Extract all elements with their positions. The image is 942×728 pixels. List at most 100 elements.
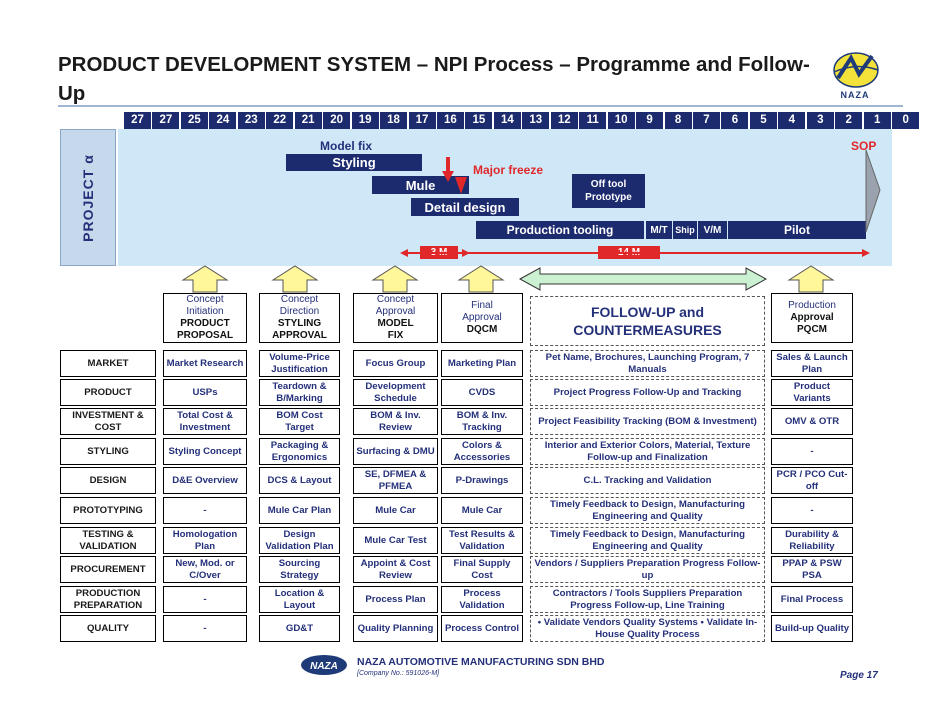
gate-dqcm: Final Approval DQCM [441, 293, 523, 343]
month-cell: 4 [778, 112, 806, 129]
follow-up-line1: FOLLOW-UP and [590, 304, 704, 320]
table-cell: Pet Name, Brochures, Launching Program, … [530, 350, 765, 377]
month-cell: 2 [835, 112, 863, 129]
row-label: INVESTMENT & COST [60, 408, 156, 435]
row-label: DESIGN [60, 467, 156, 494]
month-cell: 16 [436, 112, 464, 129]
mt-bar: M/T [646, 221, 672, 239]
gate-1-line2: Initiation [186, 306, 224, 317]
gate-1-line4: PROPOSAL [176, 330, 234, 341]
month-cell: 7 [693, 112, 720, 129]
page-number: Page 17 [840, 670, 878, 681]
month-cell: 20 [323, 112, 351, 129]
table-cell: Contractors / Tools Suppliers Preparatio… [530, 586, 765, 613]
span-14m: 14 M [598, 246, 660, 259]
table-cell: DCS & Layout [259, 467, 340, 494]
month-cell: 27 [152, 112, 180, 129]
gate-2-line3: STYLING [277, 318, 322, 329]
gate-styling-approval: Concept Direction STYLING APPROVAL [259, 293, 340, 343]
table-cell: - [771, 438, 853, 465]
row-label: PRODUCTION PREPARATION [60, 586, 156, 613]
follow-up-double-arrow-icon [518, 267, 768, 291]
table-cell: C.L. Tracking and Validation [530, 467, 765, 494]
table-cell: • Validate Vendors Quality Systems • Val… [530, 615, 765, 642]
month-cell: 13 [522, 112, 550, 129]
month-cell: 24 [209, 112, 237, 129]
table-cell: Quality Planning [353, 615, 438, 642]
table-cell: Mule Car Plan [259, 497, 340, 524]
gate-2-line1: Concept [280, 294, 319, 305]
month-cell: 14 [493, 112, 521, 129]
table-cell: Volume-Price Justification [259, 350, 340, 377]
table-cell: PPAP & PSW PSA [771, 556, 853, 583]
ship-bar: Ship [673, 221, 697, 239]
table-cell: Final Supply Cost [441, 556, 523, 583]
table-cell: Total Cost & Investment [163, 408, 247, 435]
row-label: PROTOTYPING [60, 497, 156, 524]
table-cell: Packaging & Ergonomics [259, 438, 340, 465]
table-cell: GD&T [259, 615, 340, 642]
table-cell: Mule Car [353, 497, 438, 524]
month-cell: 10 [607, 112, 635, 129]
table-cell: Homologation Plan [163, 527, 247, 554]
table-cell: Sourcing Strategy [259, 556, 340, 583]
row-label: MARKET [60, 350, 156, 377]
table-cell: Durability & Reliability [771, 527, 853, 554]
month-cell: 1 [863, 112, 891, 129]
table-cell: Process Control [441, 615, 523, 642]
table-cell: Interior and Exterior Colors, Material, … [530, 438, 765, 465]
row-label: PROCUREMENT [60, 556, 156, 583]
table-cell: Marketing Plan [441, 350, 523, 377]
off-tool-prototype-bar: Off tool Prototype [572, 174, 645, 208]
major-freeze-label: Major freeze [473, 163, 544, 177]
month-cell: 9 [636, 112, 664, 129]
gate-model-fix: Concept Approval MODEL FIX [353, 293, 438, 343]
month-cell: 21 [294, 112, 322, 129]
gate-2-line2: Direction [279, 306, 320, 317]
gate-4-line2: Approval [462, 312, 502, 323]
footer-naza-logo-icon: NAZA [300, 654, 348, 676]
project-label: PROJECT α [80, 153, 96, 242]
month-cell: 17 [408, 112, 436, 129]
project-tab [60, 129, 116, 266]
title-divider [58, 105, 903, 107]
gate-arrow-5-icon [787, 265, 835, 293]
table-cell: Colors & Accessories [441, 438, 523, 465]
gate-1-line1: Concept [186, 294, 224, 305]
model-fix-label: Model fix [320, 139, 373, 153]
table-cell: OMV & OTR [771, 408, 853, 435]
footer-registration: [Company No.: 591026-M] [357, 670, 440, 677]
footer-logo-text: NAZA [310, 661, 338, 672]
table-cell: Development Schedule [353, 379, 438, 406]
gate-arrow-1-icon [181, 265, 229, 293]
table-cell: Timely Feedback to Design, Manufacturing… [530, 527, 765, 554]
mule-bar: Mule [372, 176, 469, 194]
row-label: QUALITY [60, 615, 156, 642]
logo-text: NAZA [840, 90, 870, 100]
table-cell: Project Progress Follow-Up and Tracking [530, 379, 765, 406]
gate-4-line3: DQCM [466, 324, 498, 335]
month-cell: 19 [351, 112, 379, 129]
gate-3-line4: FIX [387, 330, 404, 341]
follow-up-line2: COUNTERMEASURES [573, 322, 722, 338]
naza-logo-icon [826, 48, 886, 106]
table-cell: PCR / PCO Cut-off [771, 467, 853, 494]
month-cell: 23 [237, 112, 265, 129]
styling-bar: Styling [286, 154, 422, 171]
span-3m: 3 M [420, 246, 458, 259]
gate-1-line3: PRODUCT [180, 318, 230, 329]
table-cell: BOM & Inv. Tracking [441, 408, 523, 435]
row-label: TESTING & VALIDATION [60, 527, 156, 554]
table-cell: - [163, 586, 247, 613]
gate-5-line3: PQCM [797, 324, 827, 335]
table-cell: Build-up Quality [771, 615, 853, 642]
table-cell: D&E Overview [163, 467, 247, 494]
table-cell: CVDS [441, 379, 523, 406]
month-cell: 11 [579, 112, 607, 129]
table-cell: Appoint & Cost Review [353, 556, 438, 583]
month-cell: 15 [465, 112, 493, 129]
gate-arrow-2-icon [271, 265, 319, 293]
follow-up-header: FOLLOW-UP and COUNTERMEASURES [530, 296, 765, 346]
table-cell: BOM & Inv. Review [353, 408, 438, 435]
gate-arrow-3-icon [371, 265, 419, 293]
